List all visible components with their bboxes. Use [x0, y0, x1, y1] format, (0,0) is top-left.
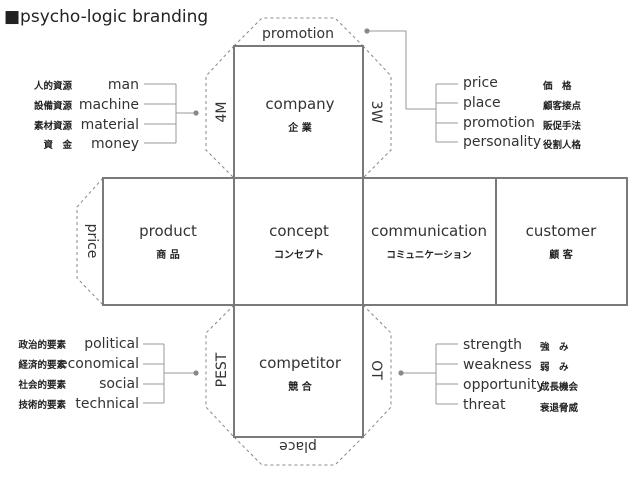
concept-label-ja: コンセプト — [274, 248, 324, 261]
swot-ja-3: 衰退脅威 — [539, 402, 579, 414]
box-communication — [362, 177, 497, 306]
flap-left — [76, 176, 104, 307]
product-label: product — [139, 222, 197, 240]
competitor-label-ja: 競 合 — [288, 380, 312, 393]
concept-label: concept — [269, 222, 329, 240]
marketing-en-2: promotion — [463, 115, 535, 131]
box-customer — [495, 177, 628, 306]
flap-bottom-label: place — [279, 438, 317, 454]
bracket-pest — [143, 343, 199, 404]
flap-company-right-label: 3W — [368, 101, 384, 124]
bracket-swot — [398, 343, 458, 405]
swot-en-0: strength — [463, 337, 522, 353]
four-m-ja-1: 設備資源 — [34, 100, 73, 112]
four-m-ja-3: 資 金 — [43, 139, 72, 151]
marketing-ja-2: 販促手法 — [543, 120, 582, 132]
pest-en-0: political — [84, 336, 139, 352]
pest-en-1: economical — [59, 356, 139, 372]
flap-company-left-label: 4M — [214, 102, 230, 123]
box-company — [233, 45, 364, 179]
flap-left-label: price — [84, 224, 100, 259]
customer-label-ja: 顧 客 — [549, 248, 573, 261]
pest-en-3: technical — [75, 396, 139, 412]
swot-en-3: threat — [463, 397, 506, 413]
four-m-en-2: material — [81, 117, 139, 133]
customer-label: customer — [526, 222, 597, 240]
bracket-4m — [144, 83, 199, 144]
marketing-ja-1: 顧客接点 — [543, 100, 582, 112]
four-m-en-1: machine — [79, 97, 139, 113]
four-m-ja-2: 素材資源 — [33, 120, 73, 132]
marketing-ja-3: 役割人格 — [542, 139, 582, 151]
box-product — [102, 177, 235, 306]
four-m-ja-0: 人的資源 — [34, 80, 73, 92]
pest-en-2: social — [99, 376, 139, 392]
flap-top-label: promotion — [262, 26, 334, 42]
flap-competitor-left-label: PEST — [214, 352, 230, 387]
pest-ja-2: 社会的要素 — [17, 379, 66, 391]
box-concept — [233, 177, 364, 306]
bracket-marketing — [364, 28, 458, 143]
diagram-title: ■psycho-logic branding — [4, 7, 208, 27]
swot-ja-0: 強 み — [540, 341, 569, 353]
communication-label: communication — [371, 222, 487, 240]
company-label-ja: 企 業 — [287, 121, 312, 134]
flap-bottom — [232, 436, 365, 466]
company-label: company — [265, 95, 334, 113]
product-label-ja: 商 品 — [156, 248, 179, 261]
pest-ja-1: 経済的要素 — [18, 359, 66, 371]
swot-en-1: weakness — [463, 357, 532, 373]
marketing-ja-0: 価 格 — [542, 80, 572, 92]
marketing-en-1: place — [463, 95, 501, 111]
pest-ja-3: 技術的要素 — [18, 399, 66, 411]
communication-label-ja: コミュニケーション — [386, 250, 471, 261]
pest-ja-0: 政治的要素 — [18, 339, 66, 351]
flap-top — [232, 17, 365, 47]
flap-competitor-right-label: OT — [368, 360, 384, 380]
competitor-label: competitor — [259, 354, 342, 372]
four-m-en-0: man — [108, 77, 139, 93]
four-m-en-3: money — [91, 136, 139, 152]
box-competitor — [233, 304, 364, 438]
marketing-en-0: price — [463, 75, 498, 91]
marketing-en-3: personality — [463, 134, 541, 150]
swot-ja-2: 成長機会 — [540, 381, 579, 393]
swot-ja-1: 弱 み — [540, 362, 569, 373]
swot-en-2: opportunity — [463, 377, 545, 393]
